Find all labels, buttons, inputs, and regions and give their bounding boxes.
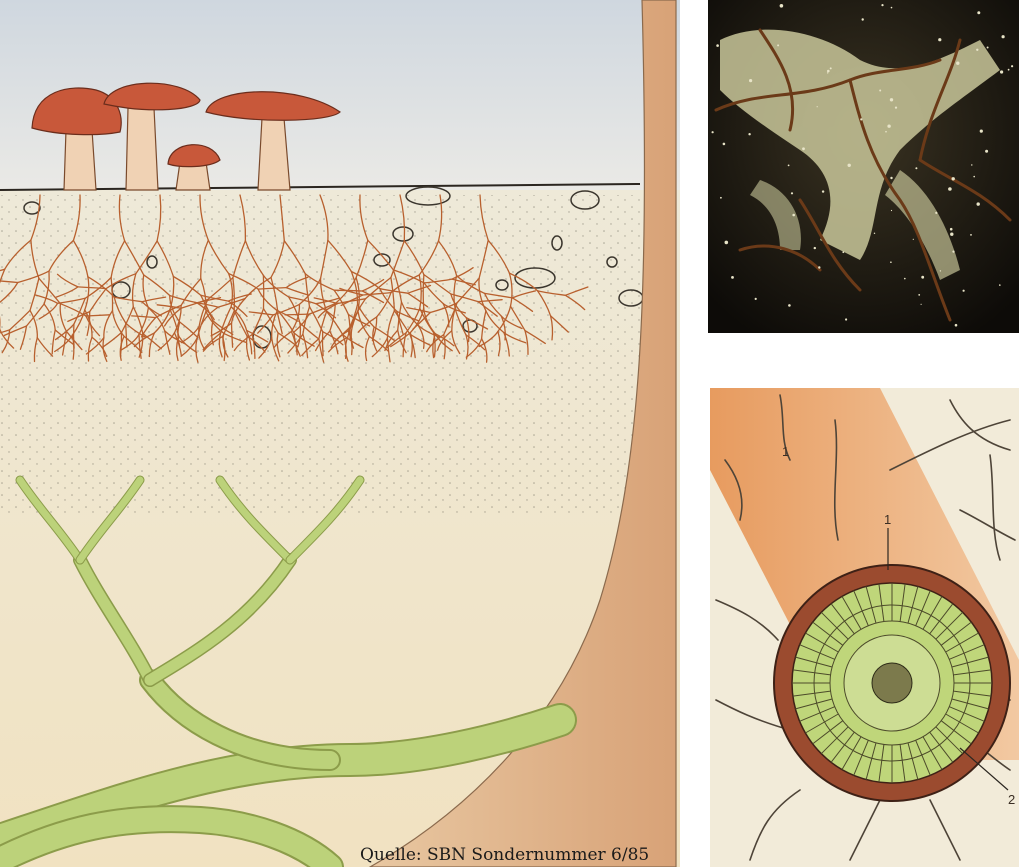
micrograph-speck [814,247,816,249]
hypha-strand [74,324,75,348]
micrograph-speck [921,276,924,279]
micrograph-speck [952,177,955,180]
micrograph-speck [915,167,917,169]
micrograph-speck [921,304,922,305]
micrograph-speck [842,251,844,253]
micrograph-speck [862,18,864,20]
micrograph-speck [891,7,893,9]
micrograph-speck [999,284,1001,286]
hypha-strand [285,314,309,315]
source-caption: Quelle: SBN Sondernummer 6/85 [360,845,649,865]
micrograph-speck [885,131,887,133]
micrograph-speck [918,294,920,296]
micrograph-speck [971,164,972,165]
micrograph-speck [817,106,818,107]
micrograph-speck [976,49,978,51]
micrograph-speck [777,44,779,46]
micrograph-speck [977,202,980,205]
micrograph-speck [792,214,795,217]
hypha-strand [423,275,424,308]
micrograph-speck [827,70,830,73]
micrograph-speck [881,4,883,6]
soil-texture-dots [0,195,640,515]
micrograph-speck [712,131,714,133]
micrograph-speck [1002,35,1005,38]
micrograph-speck [1008,69,1010,71]
micrograph-speck [955,324,958,327]
micrograph-speck [720,197,722,199]
micrograph-speck [895,107,897,109]
micrograph-panel [708,0,1019,333]
micrograph-speck [913,239,914,240]
micrograph-speck [848,164,851,167]
micrograph-speck [845,318,847,320]
micrograph-speck [748,133,750,135]
micrograph-speck [802,147,805,150]
label-one-section: 1 [884,512,891,527]
micrograph-speck [935,212,937,214]
micrograph-speck [973,176,975,178]
left-panel-soil-cross-section [0,0,680,867]
micrograph-speck [725,241,729,245]
micrograph-speck [970,234,972,236]
micrograph-speck [948,187,952,191]
micrograph-speck [950,233,953,236]
micrograph-speck [890,98,893,101]
micrograph-speck [818,266,820,268]
micrograph-speck [755,298,757,300]
micrograph-speck [749,79,752,82]
micrograph-speck [887,125,890,128]
micrograph-speck [791,192,793,194]
root-section-panel: 1 1 2 [710,388,1019,867]
micrograph-speck [940,270,941,271]
label-one-upper: 1 [782,444,789,459]
micrograph-speck [977,11,980,14]
micrograph-speck [780,4,784,8]
micrograph-speck [904,278,906,280]
micrograph-speck [952,251,954,253]
hypha-strand [322,332,323,356]
micrograph-speck [830,67,832,69]
micrograph-speck [827,72,828,73]
micrograph-speck [987,47,989,49]
micrograph-speck [1000,70,1003,73]
micrograph-speck [980,130,983,133]
micrograph-speck [956,62,959,65]
micrograph-speck [985,150,988,153]
micrograph-speck [716,44,719,47]
micrograph-speck [891,210,892,211]
micrograph-speck [890,177,892,179]
micrograph-speck [788,165,790,167]
micrograph-speck [874,233,875,234]
label-two-section: 2 [1008,792,1015,807]
micrograph-speck [788,304,791,307]
micrograph-speck [938,38,941,41]
micrograph-speck [963,290,965,292]
micrograph-speck [879,90,881,92]
micrograph-speck [950,228,953,231]
micrograph-speck [890,261,892,263]
micrograph-speck [723,143,726,146]
micrograph-speck [1011,65,1013,67]
micrograph-speck [860,118,862,120]
micrograph-speck [822,190,824,192]
vascular-core [872,663,912,703]
micrograph-speck [731,276,734,279]
